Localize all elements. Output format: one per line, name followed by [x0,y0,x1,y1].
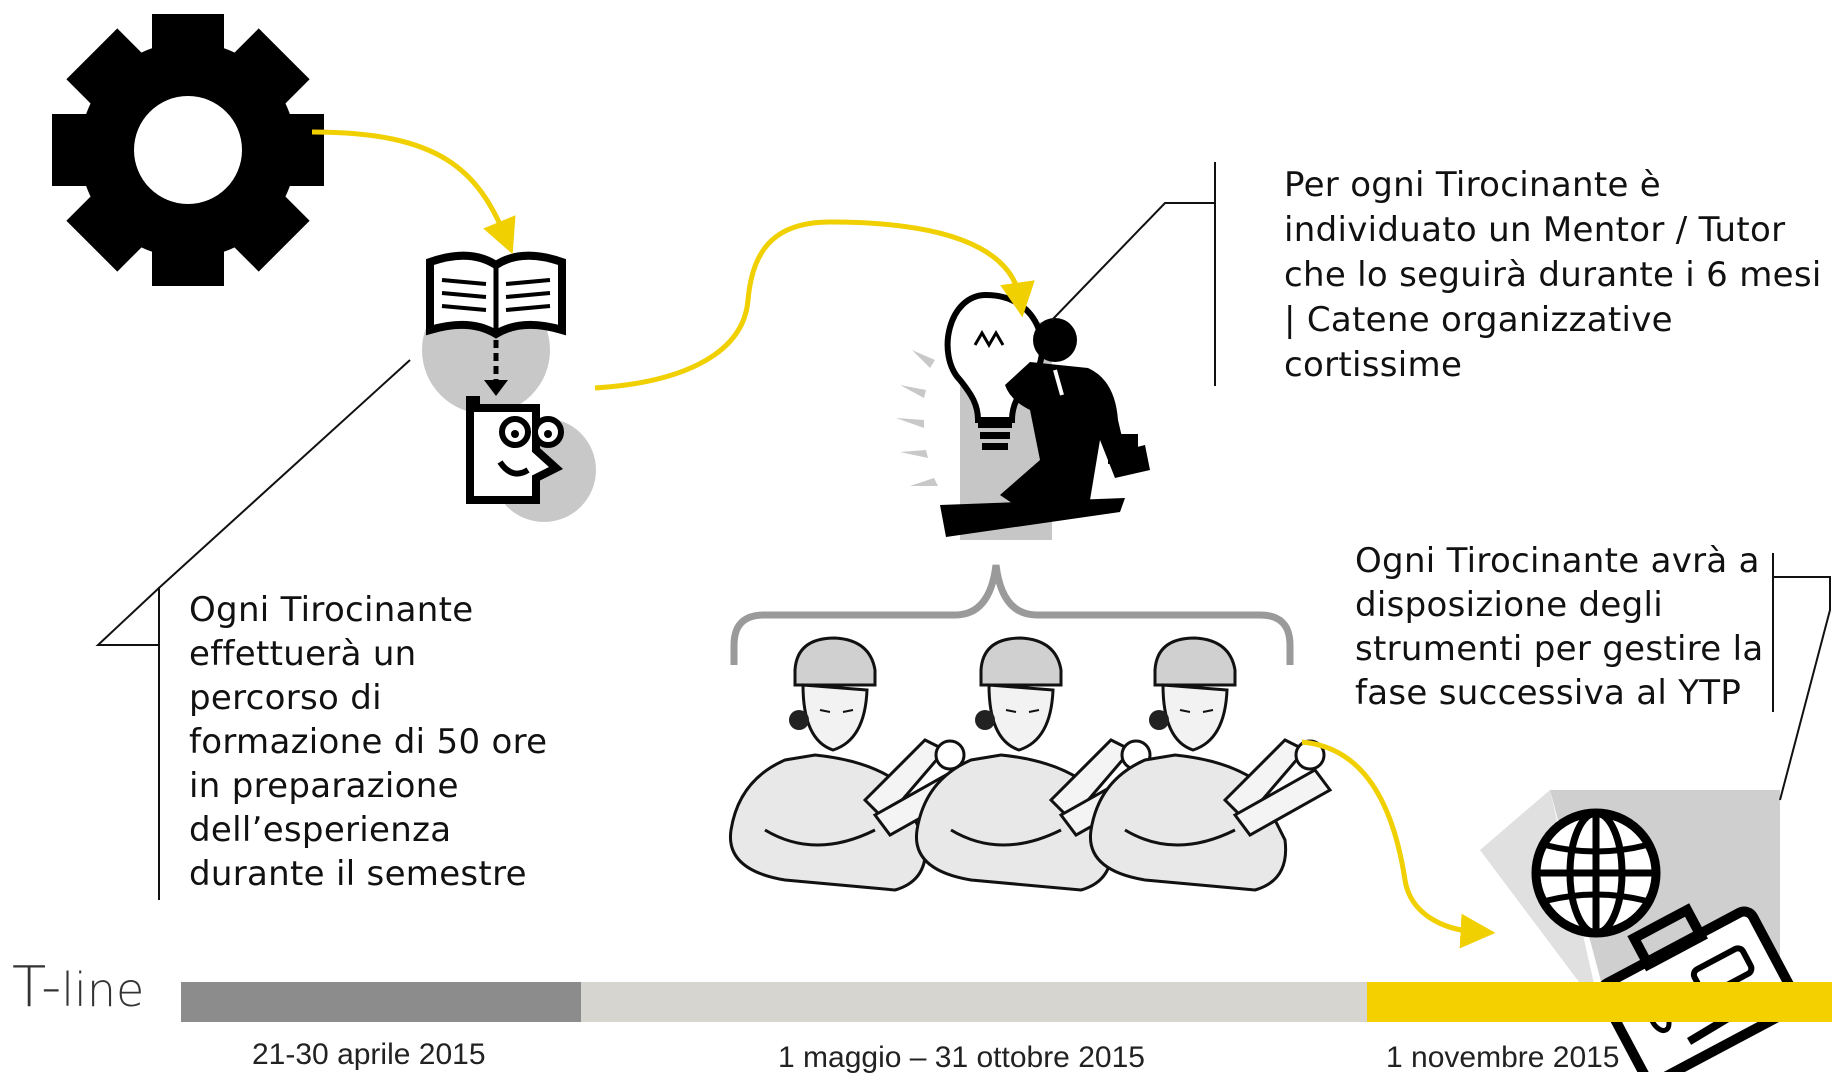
team-engineers-icon [728,636,1332,892]
connector-gear-to-book [311,129,516,255]
idea-businessman-icon [896,291,1150,540]
callout-training-line: formazione di 50 ore [189,722,548,762]
callout-training-line: in preparazione [189,766,459,806]
callout-training-line: durante il semestre [189,854,527,894]
callout-training-line: Ogni Tirocinante [189,590,474,630]
callout-mentor: Per ogni Tirocinante è individuato un Me… [1284,163,1822,388]
callout-training: Ogni Tirocinante effettuerà un percorso … [189,588,547,896]
leader-training [95,359,411,646]
callout-mentor-line: | Catene organizzative [1284,300,1673,340]
timeline-title-sub: line [61,963,145,1017]
callout-tools-line: disposizione degli [1355,585,1664,625]
callout-lines [95,162,1831,900]
callout-training-line: effettuerà un [189,634,417,674]
timeline-label-2: 1 maggio – 31 ottobre 2015 [778,1041,1145,1074]
callout-tools-line: strumenti per gestire la [1355,629,1764,669]
timeline-label-1: 21-30 aprile 2015 [252,1038,486,1071]
callout-tools: Ogni Tirocinante avrà a disposizione deg… [1355,539,1763,715]
callout-training-line: dell’esperienza [189,810,452,850]
timeline-title-main: T- [12,955,62,1020]
timeline-label-3: 1 novembre 2015 [1386,1041,1620,1074]
callout-mentor-line: cortissime [1284,345,1463,385]
callout-mentor-line: che lo seguirà durante i 6 mesi [1284,255,1822,295]
callout-tools-line: Ogni Tirocinante avrà a [1355,541,1760,581]
connector-book-to-idea [594,219,1035,391]
book-reading-icon [422,251,596,522]
flow-connectors [311,129,1496,949]
timeline-title: T-line [12,955,144,1020]
leader-tools [1773,576,1831,801]
callout-mentor-line: individuato un Mentor / Tutor [1284,210,1786,250]
callout-tools-line: fase successiva al YTP [1355,673,1742,713]
leader-mentor [1051,202,1215,321]
gear-icon [52,14,324,286]
timeline-bar [181,982,1832,1022]
connector-team-to-goal [1301,739,1496,949]
team-brace [730,564,1294,665]
globe-briefcase-icon [1480,790,1802,1072]
timeline-segment-1 [181,982,581,1022]
callout-mentor-line: Per ogni Tirocinante è [1284,165,1662,205]
timeline-segment-2 [581,982,1367,1022]
timeline-segment-3 [1367,982,1832,1022]
callout-training-line: percorso di [189,678,382,718]
